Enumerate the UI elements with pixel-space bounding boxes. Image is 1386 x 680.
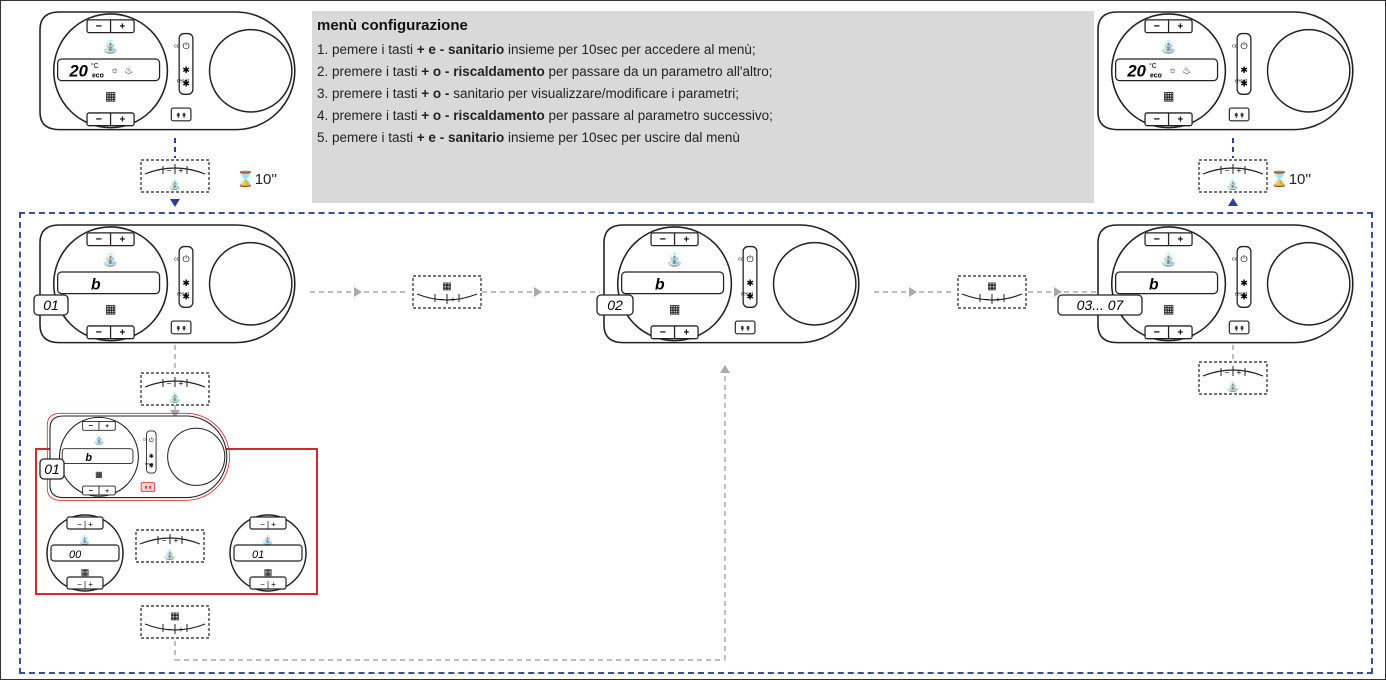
config-step: 5. pemere i tasti + e - sanitario insiem… (317, 127, 773, 149)
exit-timer: ⌛10'' (1270, 170, 1311, 188)
step-text: per visualizzare/modificare i parametri; (504, 86, 740, 101)
step-keyword: sanitario (447, 130, 505, 145)
step-text: per passare al parametro successivo; (544, 108, 773, 123)
hourglass-icon: ⌛ (236, 171, 255, 188)
enter-timer: ⌛10'' (236, 170, 277, 188)
step-keyword: + e - (416, 42, 445, 57)
enter-timer-label: 10'' (254, 171, 278, 188)
config-step: 1. pemere i tasti + e - sanitario insiem… (317, 39, 773, 61)
step-text: 2. premere i tasti (317, 64, 422, 79)
step-text: insieme per 10sec per accedere al menù; (504, 42, 756, 57)
config-menu-steps: 1. pemere i tasti + e - sanitario insiem… (317, 39, 773, 149)
config-step: 3. premere i tasti + o - sanitario per v… (317, 83, 773, 105)
config-step: 4. premere i tasti + o - riscaldamento p… (317, 105, 773, 127)
step-text: 4. premere i tasti (317, 108, 422, 123)
exit-timer-label: 10'' (1288, 171, 1312, 188)
step-text: 1. pemere i tasti (317, 42, 417, 57)
step-keyword: + e - (416, 130, 445, 145)
step-keyword: riscaldamento (453, 64, 545, 79)
value-edit-box (35, 448, 318, 595)
config-menu-box: menù configurazione 1. pemere i tasti + … (312, 11, 1094, 203)
step-keyword: riscaldamento (453, 108, 545, 123)
hourglass-icon: ⌛ (1270, 171, 1289, 188)
step-text: sanitario (449, 86, 505, 101)
step-text: insieme per 10sec per uscire dal menù (504, 130, 740, 145)
step-text: 5. pemere i tasti (317, 130, 417, 145)
config-step: 2. premere i tasti + o - riscaldamento p… (317, 61, 773, 83)
step-text: per passare da un parametro all'altro; (544, 64, 773, 79)
step-keyword: + o - (421, 108, 450, 123)
step-keyword: + o - (421, 86, 450, 101)
step-keyword: sanitario (447, 42, 505, 57)
menu-dashed-box (19, 212, 1373, 674)
config-menu-title: menù configurazione (317, 17, 468, 34)
step-text: 3. premere i tasti (317, 86, 422, 101)
step-keyword: + o - (421, 64, 450, 79)
